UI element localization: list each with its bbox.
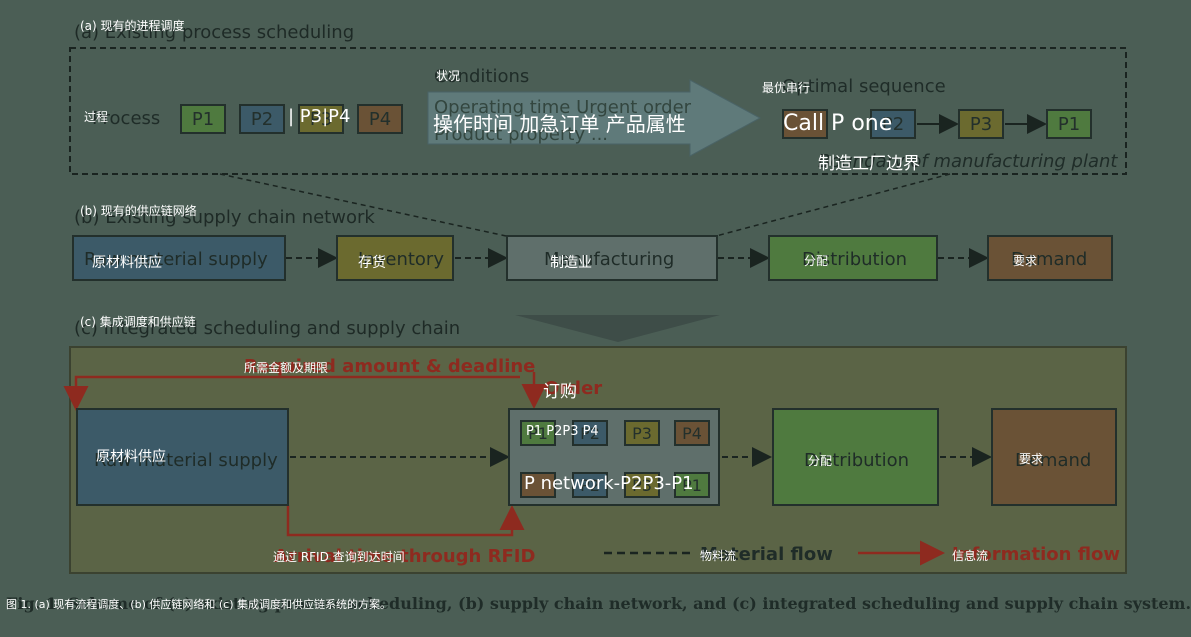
seq-box-p2: P2 [870,109,916,139]
rfid-ghost: Arrival time through RFID [274,546,536,567]
b-node-manufacturing: Manufacturing 制造业 [506,235,718,281]
conditions-arrow [427,79,762,157]
optimal-overlay: 最优串行 [762,81,811,95]
seq-box-p1: P1 [1046,109,1092,139]
order-overlay: 订购 [543,382,577,402]
arrow-ghost-line2: Product property ... [434,124,609,145]
b-node-demand: Demand 要求 [987,235,1113,281]
c-top-boxes-overlay: P1 P2P3 P4 [526,424,599,439]
call-overlay: Call P one [783,111,893,136]
c-node-raw-material: Raw material supply 原材料供应 [76,408,289,506]
section-c-ghost: (c) Integrated scheduling and supply cha… [74,318,461,339]
seq-box-p3: P3 [958,109,1004,139]
section-c-overlay: (c) 集成调度和供应链 [80,315,196,329]
c-bottom-box-p3: P3 [624,472,660,498]
amount-ghost: Required amount & deadline [244,356,536,377]
arrow-overlay: 操作时间 加急订单 产品属性 [433,112,686,136]
legend-info-ghost: Information flow [952,544,1121,565]
process-box-p3: P3 [298,104,344,134]
caption-overlay: 图 1. (a) 现有流程调度、(b) 供应链网络和 (c) 集成调度和供应链系… [6,598,391,611]
legend-info-overlay: 信息流 [952,549,989,563]
conditions-overlay: 状况 [436,69,461,83]
amount-overlay: 所需金额及期限 [244,361,329,375]
boundary-overlay: 制造工厂边界 [818,154,920,174]
rfid-overlay: 通过 RFID 查询到达时间 [273,550,405,564]
process-box-p1: P1 [180,104,226,134]
arrow-ghost-line1: Operating time Urgent order [434,97,692,118]
legend-material-ghost: Material flow [700,544,833,565]
c-bottom-box-p2: P2 [572,472,608,498]
legend-material-overlay: 物料流 [700,549,737,563]
order-ghost: Order [544,378,603,399]
c-bottom-box-p1: P1 [674,472,710,498]
panel-a-frame [69,47,1127,175]
c-top-box-p1: P1 [520,420,556,446]
c-bottom-box-p4 [520,472,556,498]
c-bottom-overlay: P network-P2P3-P1 [524,473,694,494]
section-c-label: (c) Integrated scheduling and supply cha… [74,315,461,339]
process-box-p2: P2 [239,104,285,134]
section-a-overlay: (a) 现有的进程调度 [80,19,185,33]
c-top-box-p4: P4 [674,420,710,446]
conditions-ghost: Conditions [434,66,530,87]
b-node-raw-material: Raw material supply 原材料供应 [72,235,286,281]
transition-chevron [515,315,720,342]
b-node-inventory: Inventory 存货 [336,235,454,281]
caption-ghost: Fig. 1. Scheme of (a) existing process s… [6,594,1191,613]
process-ghost: Process [92,108,161,129]
optimal-ghost: Optimal sequence [782,76,946,97]
process-box-p4: P4 [357,104,403,134]
seq-box-p4 [782,109,828,139]
section-a-ghost: (a) Existing process scheduling [74,22,355,43]
figure-caption: Fig. 1. Scheme of (a) existing process s… [6,590,1191,620]
section-b-label: (b) Existing supply chain network (b) 现有… [74,204,375,228]
process-overlay: 过程 [84,110,109,124]
section-a-label: (a) Existing process scheduling (a) 现有的进… [74,19,355,43]
b-node-distribution: Distribution 分配 [768,235,938,281]
c-node-distribution: Distribution 分配 [772,408,939,506]
section-b-ghost: (b) Existing supply chain network [74,207,375,228]
c-top-box-p2: P2 [572,420,608,446]
c-node-demand: Demand 要求 [991,408,1117,506]
boundary-ghost: Boundary of manufacturing plant [818,151,1118,172]
section-b-overlay: (b) 现有的供应链网络 [80,204,197,218]
c-top-box-p3: P3 [624,420,660,446]
process-boxes-overlay: | P3|P4 [288,106,351,127]
c-node-manufacturing: P1 P2 P3 P4 P1 P2P3 P4 P2 P3 P1 P networ… [508,408,720,506]
